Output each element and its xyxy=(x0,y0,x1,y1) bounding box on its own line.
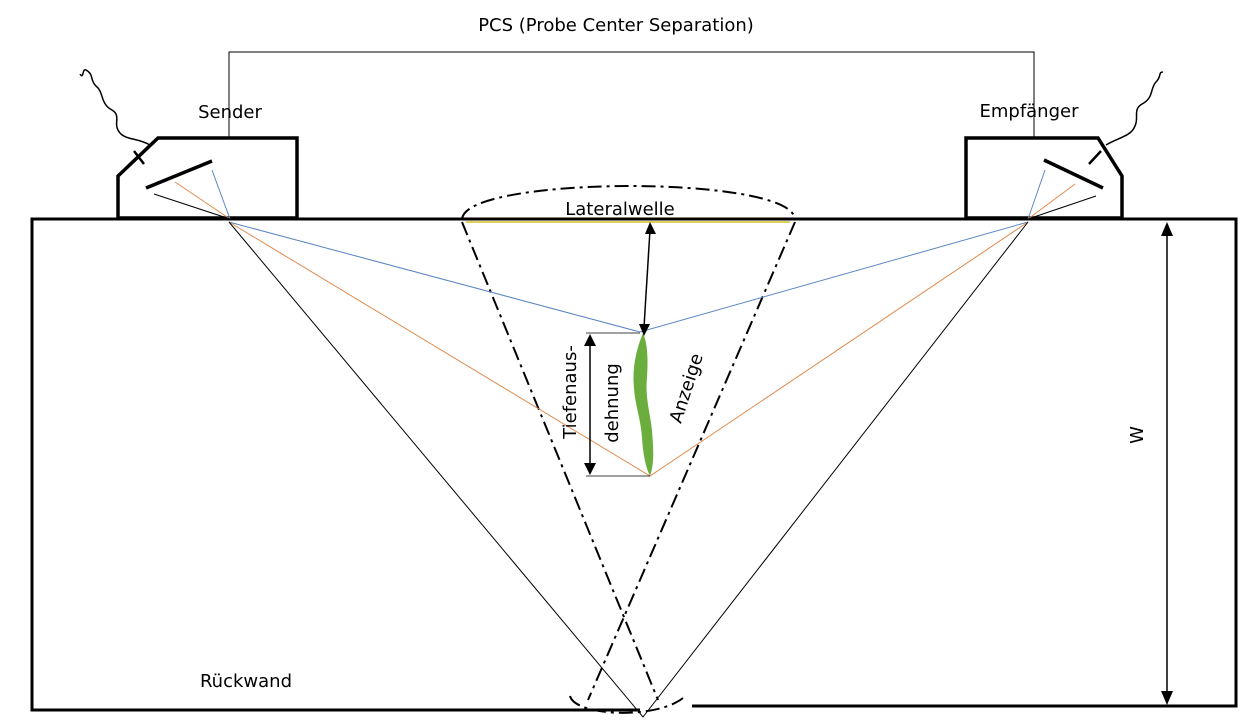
upper-tip-ray xyxy=(228,221,1029,333)
sender-label: Sender xyxy=(198,102,262,123)
depth-extent-label-2: dehnung xyxy=(602,363,623,443)
flaw-indication xyxy=(633,333,654,476)
depth-extent-label-1: Tiefenaus- xyxy=(560,345,581,440)
receiver-crystal xyxy=(1043,158,1104,190)
back-wall-label: Rückwand xyxy=(200,671,292,692)
pcs-bracket xyxy=(228,51,1035,219)
receiver-label: Empfänger xyxy=(979,101,1079,122)
indication-label: Anzeige xyxy=(666,351,708,426)
backwall-ray xyxy=(228,221,1029,718)
receiver-cable xyxy=(1105,71,1164,146)
pcs-label: PCS (Probe Center Separation) xyxy=(478,15,754,36)
beam-cone xyxy=(461,184,796,714)
lateral-to-tip-arrow xyxy=(643,229,651,328)
sender-cable xyxy=(79,69,151,146)
lower-tip-ray xyxy=(228,221,1029,477)
sender-probe xyxy=(116,136,299,220)
thickness-label: W xyxy=(1127,426,1148,444)
sender-crystal xyxy=(145,159,213,190)
specimen-outline xyxy=(30,217,1238,712)
lateral-wave-label: Lateralwelle xyxy=(565,199,675,220)
receiver-probe xyxy=(964,136,1124,220)
